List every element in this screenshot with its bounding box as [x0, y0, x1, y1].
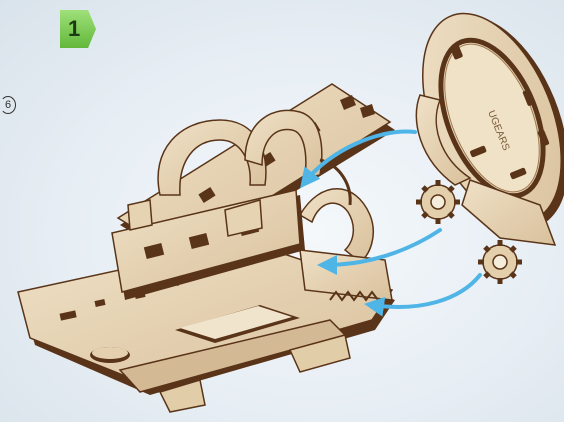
gear-lower	[478, 240, 522, 284]
disc-part: UGEARS	[395, 0, 564, 249]
gear-upper	[416, 180, 460, 224]
